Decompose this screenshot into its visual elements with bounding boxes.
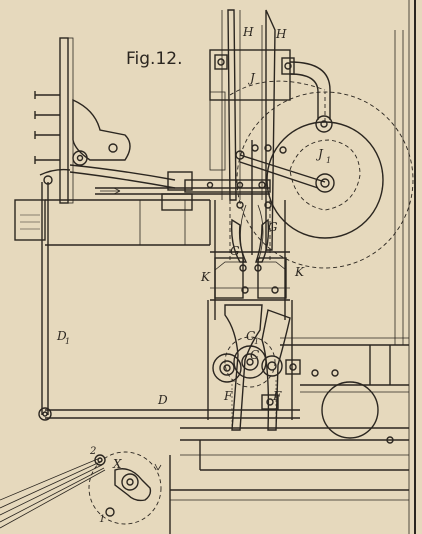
block-J [209,49,333,171]
label-F-left: F [223,389,233,403]
connecting-rod [235,144,326,209]
label-H-right: H [275,27,287,41]
label-C1-subscript: 1 [254,337,259,346]
label-J1: J [315,147,324,161]
wheel-J1 [229,80,414,269]
label-D1: D [56,329,67,343]
base-plate [169,381,409,534]
knives-K [210,257,290,299]
label-X: X [112,457,122,471]
figure-title: Fig.12. [126,49,183,69]
link-D [38,407,300,421]
comb-frame [34,37,131,204]
label-number-2: 2 [89,446,96,457]
link-D1 [41,182,49,415]
label-J1-subscript: 1 [326,156,331,165]
hooks-G [230,204,270,272]
label-number-1: 1 [99,514,105,525]
label-F-right: F [272,389,282,403]
horizontal-rod [95,171,271,211]
cam-X [0,451,162,529]
label-G-left: G [230,244,240,258]
levers-F-gear-C [212,304,301,431]
label-K-right: K [294,265,305,279]
label-C: C [250,348,259,362]
needles-H [221,9,276,255]
label-G-right: G [268,220,278,234]
label-D1-subscript: 1 [65,337,70,346]
label-C1: C [246,329,255,343]
label-J: J [247,71,256,85]
label-H-left: H [242,25,254,39]
label-D: D [157,393,168,407]
central-column [207,200,293,420]
right-frame [280,30,409,444]
label-K-left: K [200,270,211,284]
base-frame-left [14,199,211,246]
